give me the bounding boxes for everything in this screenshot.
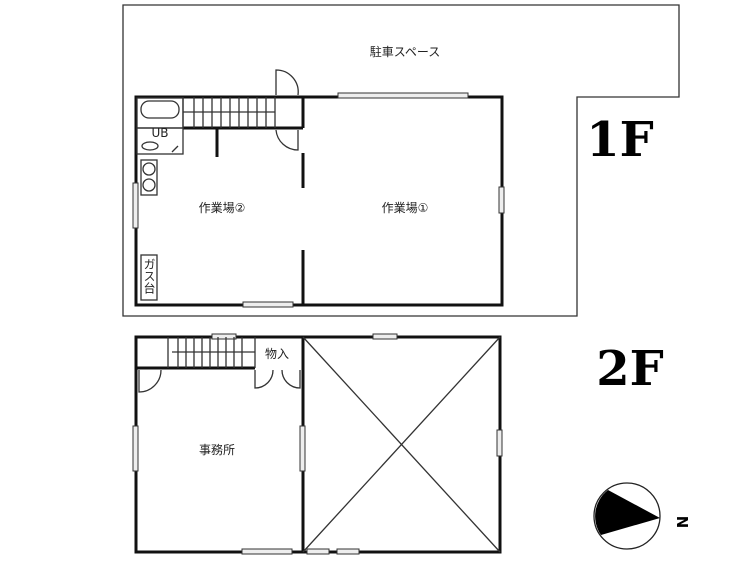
second-floor-building: 物入 事務所: [132, 333, 503, 555]
parking-outline: [122, 4, 680, 317]
floor-label-2f: 2F: [596, 341, 663, 397]
first-floor-building: UB ガス台 作業場② 作業場①: [132, 69, 505, 308]
workshop-2-label: 作業場②: [199, 201, 246, 215]
staircase-2f: [136, 337, 256, 370]
workshop-1-label: 作業場①: [382, 201, 429, 215]
gas-stove-label: ガス台: [142, 258, 156, 294]
floor-label-1f: 1F: [586, 112, 653, 168]
door-swing: [275, 129, 299, 151]
north-compass-icon: N: [593, 482, 691, 550]
gas-stove-box: [140, 254, 158, 301]
north-label: N: [673, 516, 691, 529]
storage-label: 物入: [265, 347, 289, 361]
door-swing: [138, 369, 162, 393]
svg-text:UB: UB: [151, 126, 168, 140]
bath-unit: UB: [136, 97, 184, 155]
staircase-1f: [182, 97, 303, 130]
office-label: 事務所: [199, 443, 235, 457]
door-swing: [275, 69, 299, 96]
parking-label: 駐車スペース: [370, 44, 441, 59]
kitchen-sink: [140, 159, 158, 196]
closet-doors: [254, 369, 301, 389]
